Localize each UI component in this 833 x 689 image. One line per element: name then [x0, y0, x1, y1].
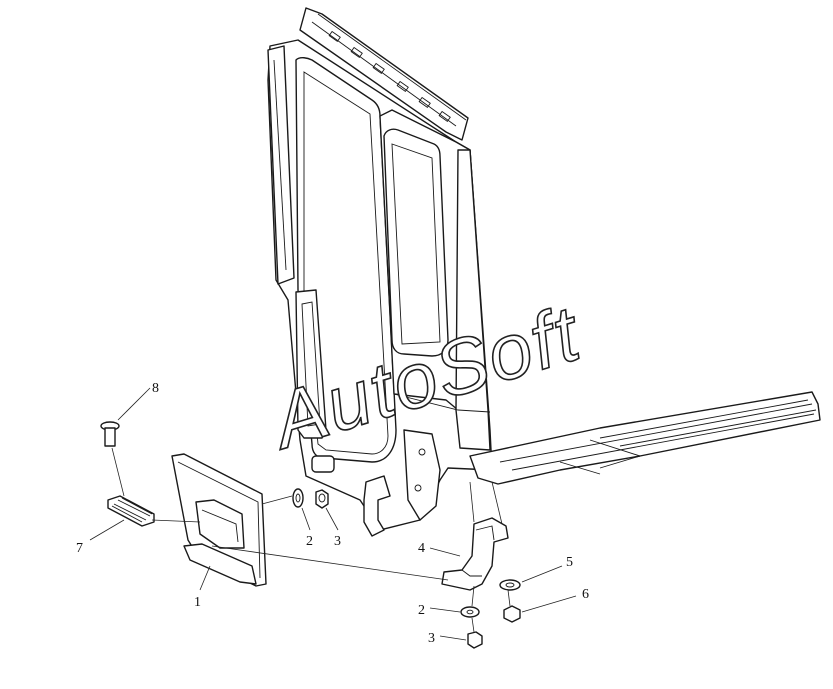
- callout-3-upper: 3: [334, 534, 341, 549]
- callout-6: 6: [582, 587, 589, 602]
- door-frame-assembly: [267, 7, 493, 537]
- part-6-nut: [503, 605, 521, 623]
- callout-4: 4: [418, 541, 425, 556]
- callout-labels: 8 7 1 2 3 4 5 6 2 3: [76, 381, 589, 646]
- callout-8: 8: [152, 381, 159, 396]
- callout-5: 5: [566, 555, 573, 570]
- callout-7: 7: [76, 541, 83, 556]
- part-1-step-cover: [171, 453, 267, 587]
- part-2-washer-upper: [292, 488, 304, 508]
- part-2-washer-lower: [460, 606, 480, 618]
- callout-3-lower: 3: [428, 631, 435, 646]
- callout-1: 1: [194, 595, 201, 610]
- part-5-washer: [499, 579, 521, 591]
- part-3-nut-upper: [315, 489, 329, 509]
- callout-2-upper: 2: [306, 534, 313, 549]
- part-8-bolt: [100, 421, 120, 447]
- leader-lines: [89, 387, 577, 641]
- part-4-bracket: [441, 517, 509, 591]
- floor-rail: [469, 391, 821, 485]
- callout-2-lower: 2: [418, 603, 425, 618]
- part-3-nut-lower: [467, 631, 483, 649]
- part-7-step-tread: [107, 495, 155, 527]
